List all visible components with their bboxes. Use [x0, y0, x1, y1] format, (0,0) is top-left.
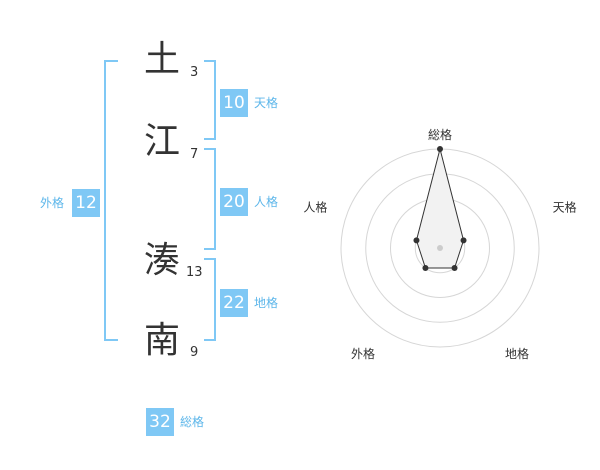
name-char-2: 江: [143, 121, 180, 162]
stroke-count-1: 3: [190, 65, 199, 80]
stroke-count-4: 9: [190, 345, 199, 360]
gaikaku-label: 外格: [40, 196, 65, 210]
tenkaku-bracket: [204, 60, 216, 140]
name-char-3: 湊: [143, 240, 180, 281]
radar-center-dot: [437, 245, 443, 251]
name-char-4: 南: [143, 320, 180, 361]
radar-point-gaikaku: [422, 265, 429, 272]
radar-axis-label-soukaku: 総格: [428, 127, 452, 142]
radar-axis-label-tenkaku: 天格: [553, 200, 577, 215]
radar-axis-label-chikaku: 地格: [505, 346, 529, 361]
chikaku-label: 地格: [254, 296, 279, 310]
jinkaku-label: 人格: [254, 195, 279, 209]
chikaku-value: 22: [220, 289, 248, 317]
radar-point-chikaku: [451, 265, 458, 272]
gaikaku-value: 12: [72, 189, 100, 217]
radar-point-soukaku: [437, 146, 443, 152]
radar-point-tenkaku: [460, 237, 467, 244]
radar-point-jinkaku: [413, 237, 420, 244]
radar-axis-label-jinkaku: 人格: [303, 200, 327, 215]
name-char-1: 土: [143, 39, 180, 80]
stroke-count-3: 13: [186, 265, 203, 280]
radar-axis-label-gaikaku: 外格: [351, 346, 375, 361]
soukaku-label: 総格: [180, 415, 205, 429]
gaikaku-bracket: [104, 60, 118, 341]
tenkaku-value: 10: [220, 89, 248, 117]
soukaku-value: 32: [146, 408, 174, 436]
jinkaku-bracket: [204, 148, 216, 250]
tenkaku-label: 天格: [254, 96, 279, 110]
radar-series-polygon: [415, 148, 465, 269]
chikaku-bracket: [204, 258, 216, 341]
stroke-count-2: 7: [190, 147, 199, 162]
jinkaku-value: 20: [220, 188, 248, 216]
